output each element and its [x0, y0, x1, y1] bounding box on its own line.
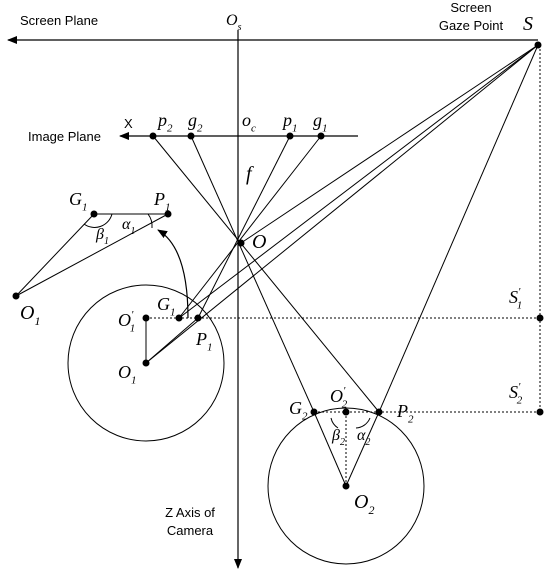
point-O1 — [142, 359, 150, 367]
point-S2prime — [536, 408, 544, 416]
symbol-g1-inset: G1 — [69, 189, 88, 213]
z-axis-label-line1: Z Axis of — [165, 505, 215, 520]
symbol-o2: O2 — [354, 491, 374, 517]
ray-O-to-S — [240, 44, 539, 244]
inset-alpha-arc — [147, 213, 153, 229]
symbol-g2: g2 — [188, 110, 203, 134]
point-g1 — [317, 132, 325, 140]
z-axis-label-line2: Camera — [167, 523, 214, 538]
points — [12, 41, 544, 490]
x-axis-label: X — [124, 116, 133, 131]
symbol-p2: P2 — [396, 401, 414, 425]
point-P2 — [375, 408, 383, 416]
symbol-f: f — [246, 163, 254, 185]
symbol-s: S — [523, 13, 533, 35]
eye2-alpha-arc — [355, 417, 371, 429]
symbol-s2prime: S'2 — [509, 381, 523, 407]
point-G2 — [310, 408, 318, 416]
symbol-o2prime: O'2 — [330, 385, 348, 411]
screen-gaze-label-line2: Gaze Point — [439, 18, 504, 33]
symbol-g1: G1 — [157, 294, 176, 318]
inset-P1-O1 — [15, 213, 169, 297]
point-g2 — [187, 132, 195, 140]
symbol-p1-inset: P1 — [153, 189, 171, 213]
inset-G1-O1 — [15, 213, 95, 297]
eye2-right-chord — [345, 411, 380, 487]
ray-P2-to-S — [378, 44, 539, 413]
symbol-p1: p1 — [281, 110, 298, 134]
symbol-g1: g1 — [313, 110, 328, 134]
symbol-s1prime: S'1 — [509, 286, 522, 312]
screen-gaze-label-line1: Screen — [450, 0, 491, 15]
screen-plane-label: Screen Plane — [20, 13, 98, 28]
symbol-alpha1: α1 — [122, 216, 135, 237]
symbol-o1-inset: O1 — [20, 302, 40, 328]
image-plane-label: Image Plane — [28, 129, 101, 144]
symbol-beta1: β1 — [95, 226, 109, 247]
symbol-alpha2: α2 — [357, 427, 370, 448]
point-inset-G1 — [90, 210, 98, 218]
point-inset-P1 — [164, 210, 172, 218]
point-P1 — [194, 314, 202, 322]
point-inset-O1 — [12, 292, 20, 300]
eye2-left-chord — [313, 411, 347, 487]
point-O1prime — [142, 314, 150, 322]
symbol-p2: p2 — [156, 110, 173, 134]
eye2-beta-arc — [330, 417, 339, 429]
point-O2 — [342, 482, 350, 490]
eye1-visual-axis — [145, 44, 539, 364]
point-O — [237, 239, 245, 247]
symbol-o-s: Os — [226, 12, 242, 33]
inset-connector-curve — [157, 229, 189, 319]
ray-g1-to-G1 — [178, 135, 322, 319]
point-O2prime — [342, 408, 350, 416]
symbol-g2: G2 — [289, 398, 308, 422]
eyeball-1 — [67, 284, 225, 442]
point-S — [534, 41, 542, 49]
ray-g2-to-G2 — [190, 135, 315, 413]
ray-P1-to-S — [178, 44, 539, 319]
point-p2 — [149, 132, 157, 140]
symbol-p1: P1 — [195, 329, 213, 353]
inset-beta-arc — [83, 213, 113, 228]
point-p1 — [286, 132, 294, 140]
symbol-o-c: oc — [242, 110, 256, 134]
symbol-o: O — [252, 231, 266, 253]
point-G1 — [175, 314, 183, 322]
symbol-beta2: β2 — [331, 427, 345, 448]
ray-p2-to-P2 — [152, 135, 380, 413]
symbol-o1prime: O'1 — [118, 309, 135, 335]
point-S1prime — [536, 314, 544, 322]
eyeball-2 — [267, 407, 425, 565]
symbol-o1: O1 — [118, 362, 137, 386]
ray-p1-to-P1 — [197, 135, 291, 319]
